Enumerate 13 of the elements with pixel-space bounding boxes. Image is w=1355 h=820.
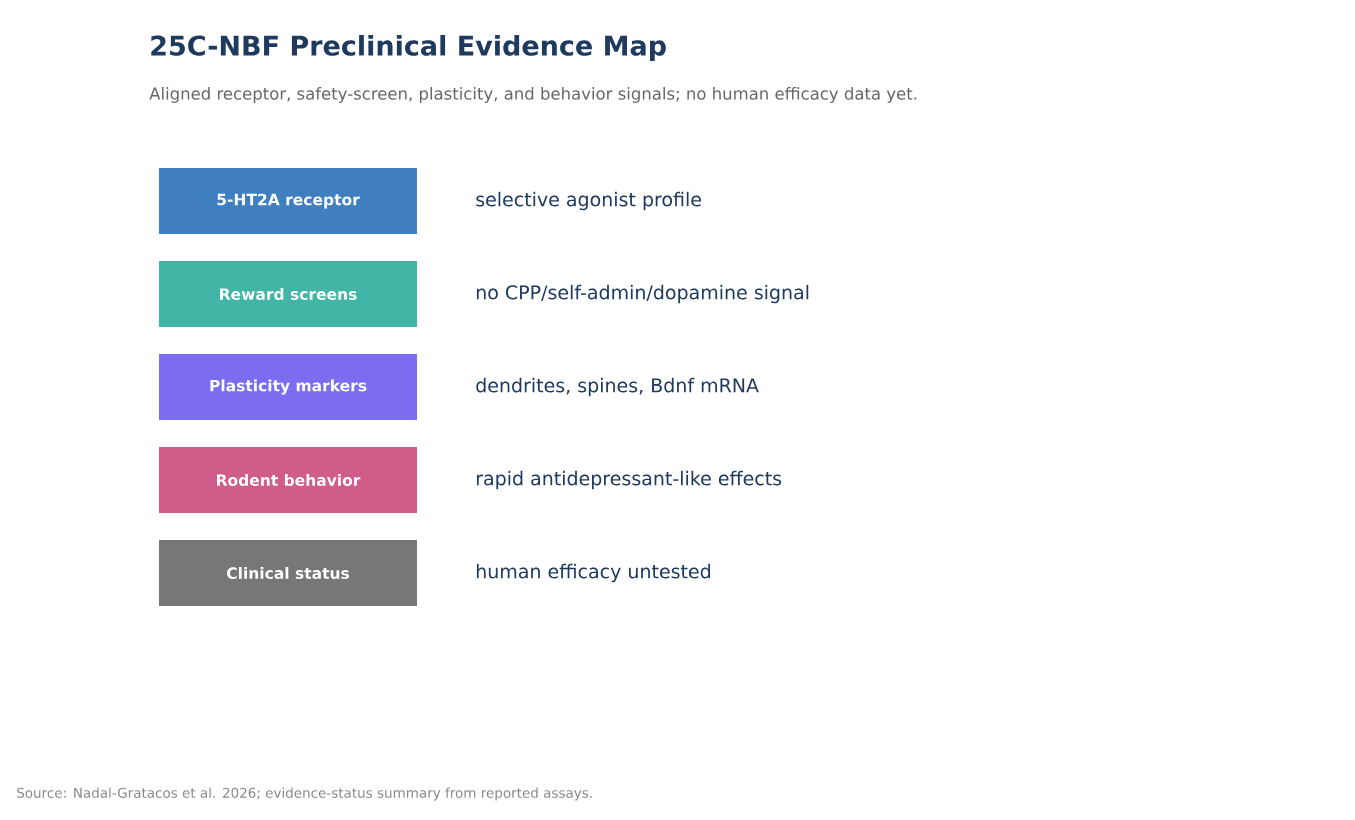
subtitle: Aligned receptor, safety-screen, plasticity, and behavior signals; no human efficacy data yet. — [149, 87, 917, 103]
category-box: Plasticity markers — [159, 354, 417, 420]
category-box: Reward screens — [159, 261, 417, 327]
source-note: Source: Nadal-Gratacos et al. 2026; evidence-status summary from reported assays. — [17, 787, 592, 801]
evidence-text: selective agonist profile — [476, 191, 701, 211]
evidence-text: human efficacy untested — [476, 563, 710, 583]
evidence-text: rapid antidepressant-like effects — [476, 470, 782, 490]
title: 25C-NBF Preclinical Evidence Map — [151, 34, 666, 62]
evidence-text: no CPP/self-admin/dopamine signal — [476, 284, 809, 304]
evidence-text: dendrites, spines, Bdnf mRNA — [476, 377, 759, 397]
category-box: Rodent behavior — [159, 447, 417, 513]
category-box: 5-HT2A receptor — [159, 168, 417, 234]
category-box: Clinical status — [159, 540, 417, 606]
